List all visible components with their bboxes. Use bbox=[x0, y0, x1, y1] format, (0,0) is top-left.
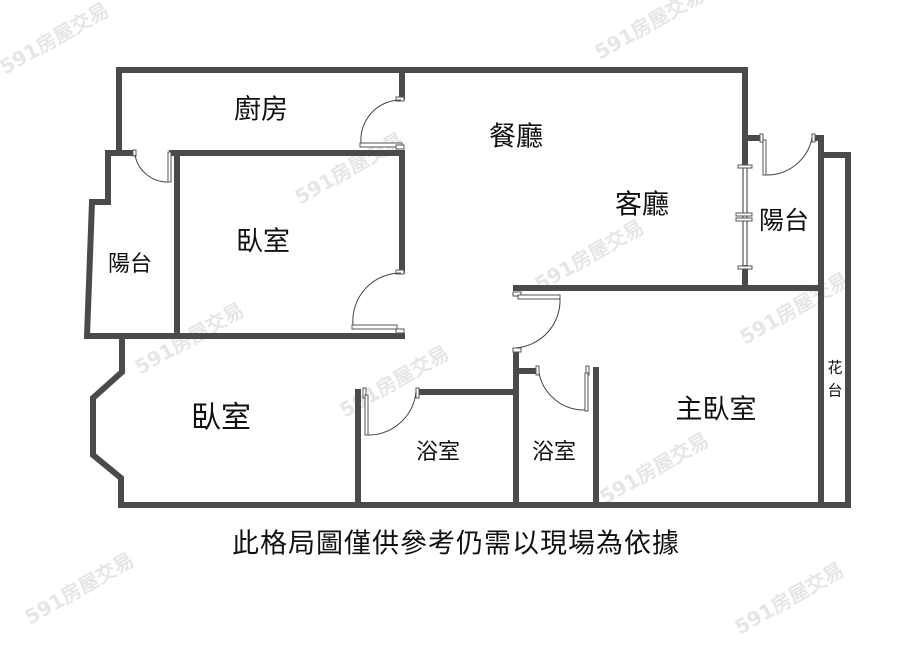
watermark: 591房屋交易 bbox=[591, 0, 708, 64]
room-label-balcony-right: 陽台 bbox=[759, 206, 809, 235]
watermark: 591房屋交易 bbox=[736, 268, 853, 350]
disclaimer-caption: 此格局圖僅供參考仍需以現場為依據 bbox=[232, 529, 680, 560]
room-label-bath-left: 浴室 bbox=[416, 440, 460, 465]
room-label-master-bedroom: 主臥室 bbox=[676, 395, 757, 426]
sliding-window bbox=[735, 164, 753, 270]
room-label-planter-bottom: 台 bbox=[827, 382, 842, 400]
watermark: 591房屋交易 bbox=[291, 128, 408, 210]
door-bath-right bbox=[535, 365, 590, 412]
door-master-bedroom bbox=[512, 291, 561, 353]
door-bath-left bbox=[362, 387, 420, 436]
room-label-kitchen: 廚房 bbox=[234, 95, 288, 126]
watermark: 591房屋交易 bbox=[531, 215, 648, 297]
room-label-balcony-left: 陽台 bbox=[108, 252, 152, 277]
door-balcony-right bbox=[759, 133, 816, 176]
walls bbox=[83, 67, 851, 508]
room-label-bath-right: 浴室 bbox=[532, 440, 576, 465]
room-label-bedroom-lower: 臥室 bbox=[191, 401, 251, 436]
room-label-bedroom-upper: 臥室 bbox=[236, 227, 290, 258]
watermark: 591房屋交易 bbox=[0, 0, 113, 79]
watermark: 591房屋交易 bbox=[21, 548, 138, 630]
room-label-planter-top: 花 bbox=[827, 359, 842, 377]
watermark: 591房屋交易 bbox=[731, 558, 848, 640]
door-balcony-left bbox=[132, 149, 172, 183]
door-kitchen bbox=[359, 96, 405, 150]
room-label-living: 客廳 bbox=[615, 190, 669, 221]
room-label-dining: 餐廳 bbox=[489, 122, 543, 153]
watermark: 591房屋交易 bbox=[336, 341, 453, 423]
door-bedroom-upper bbox=[351, 269, 405, 334]
watermark: 591房屋交易 bbox=[596, 428, 713, 510]
